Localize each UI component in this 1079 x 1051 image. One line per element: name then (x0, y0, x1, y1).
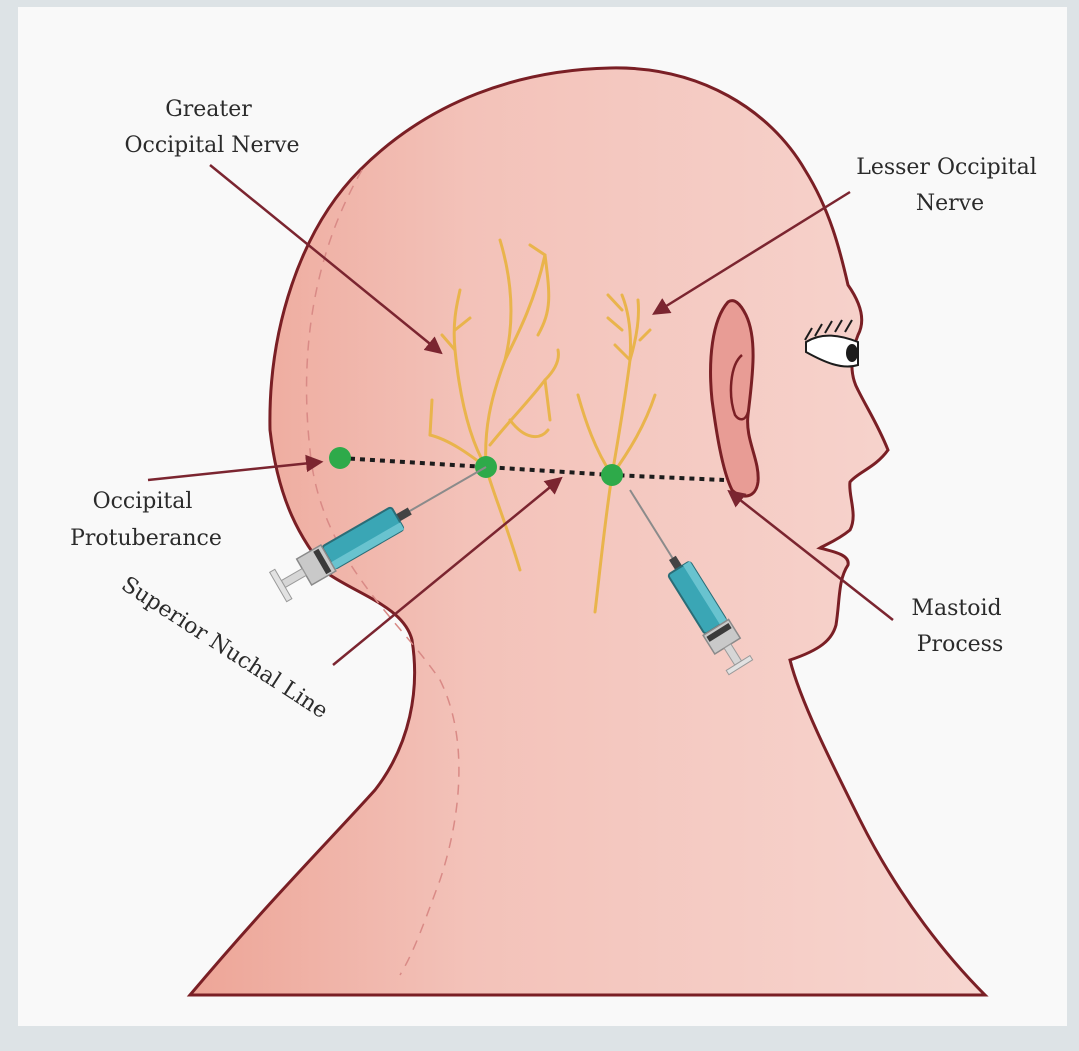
label-occipital-protuberance: Occipital Protuberance (70, 489, 222, 551)
occipital-protuberance-marker (329, 447, 351, 469)
label-greater-occipital-nerve: Greater Occipital Nerve (124, 97, 299, 158)
label-mastoid-process: Mastoid Process (911, 596, 1008, 657)
lesser-occipital-nerve-marker (601, 464, 623, 486)
head-silhouette (190, 68, 985, 995)
label-superior-nuchal-line: Superior Nuchal Line (117, 572, 332, 724)
label-lesser-occipital-nerve: Lesser Occipital Nerve (856, 155, 1044, 216)
